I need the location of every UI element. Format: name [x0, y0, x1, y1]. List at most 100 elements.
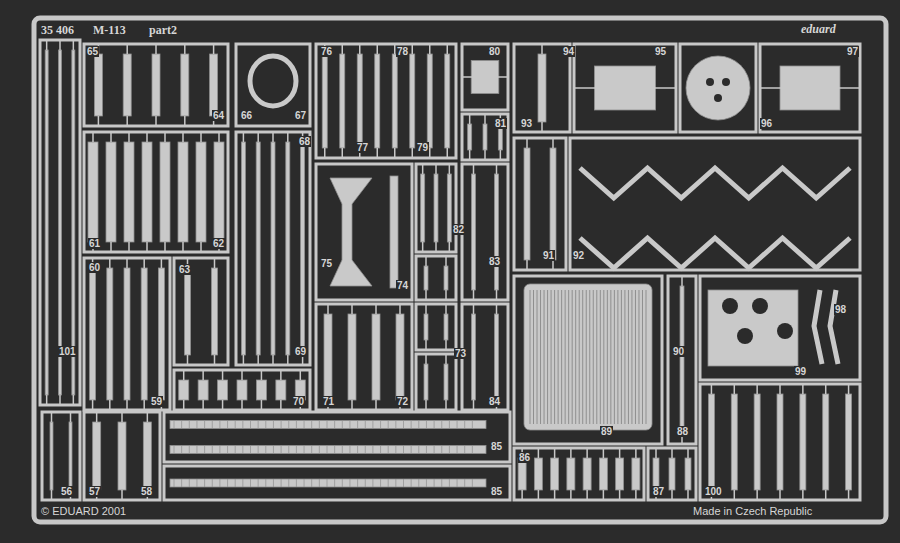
sprue-frame [42, 412, 80, 500]
attachment-tab [143, 400, 145, 410]
fret-compartment [462, 304, 508, 410]
attachment-tab [202, 370, 204, 380]
strip-tooth [342, 479, 343, 487]
grille-slot [558, 290, 559, 424]
sprue-frame [700, 276, 860, 380]
part-number: 101 [58, 346, 77, 357]
strip-tooth [250, 479, 251, 487]
strip-tooth [296, 479, 297, 487]
attachment-tab [538, 448, 540, 458]
fret-compartment [84, 258, 170, 410]
attachment-tab [155, 44, 157, 54]
strip-tooth [441, 479, 442, 487]
etched-strip [447, 174, 451, 242]
etched-strip [237, 380, 247, 400]
strip-tooth [434, 421, 435, 429]
attachment-tab [779, 384, 781, 394]
gauge-hole [737, 328, 753, 344]
fret-compartment [164, 412, 510, 462]
grille-slot [646, 290, 647, 424]
etched-strip [301, 142, 305, 355]
sprue-frame [462, 44, 508, 110]
grille-slot [579, 290, 580, 424]
etched-strip [218, 380, 228, 400]
fret-compartment [668, 276, 696, 444]
part-number: 98 [834, 304, 847, 315]
etched-strip [340, 54, 345, 148]
strip-tooth [189, 421, 190, 429]
attachment-tab [109, 258, 111, 268]
part-number: 62 [212, 238, 225, 249]
strip-tooth [357, 446, 358, 454]
sprue-frame [462, 304, 508, 410]
attachment-tab [734, 384, 736, 394]
strip-tooth [311, 479, 312, 487]
strip-tooth [250, 421, 251, 429]
part-number: 84 [488, 396, 501, 407]
etched-strip [472, 174, 476, 290]
etched-strip [118, 422, 126, 490]
attachment-tab [526, 260, 528, 270]
attachment-tab [351, 304, 353, 314]
strip-tooth [380, 446, 381, 454]
etched-strip [427, 54, 432, 148]
strip-tooth [434, 479, 435, 487]
etched-strip [241, 142, 245, 355]
strip-tooth [242, 446, 243, 454]
attachment-tab [848, 384, 850, 394]
sprue-frame [84, 412, 160, 500]
attachment-tab [200, 132, 202, 142]
etched-strip [214, 142, 224, 242]
etched-strip [170, 479, 486, 487]
sprue-frame [416, 354, 456, 410]
strip-tooth [365, 421, 366, 429]
attachment-tab [184, 116, 186, 126]
strip-tooth [212, 421, 213, 429]
strip-tooth [242, 479, 243, 487]
attachment-tab [164, 242, 166, 252]
etched-strip [348, 314, 356, 400]
part-number: 71 [322, 396, 335, 407]
attachment-tab [351, 400, 353, 410]
strip-tooth [273, 421, 274, 429]
part-number: 61 [88, 238, 101, 249]
attachment-tab [541, 122, 543, 132]
attachment-tab [161, 258, 163, 268]
sprue-frame [570, 138, 860, 270]
attachment-tab [469, 114, 471, 124]
strip-tooth [235, 479, 236, 487]
part-number: 86 [518, 452, 531, 463]
attachment-tab [586, 448, 588, 458]
strip-tooth [357, 421, 358, 429]
etched-strip [185, 268, 191, 355]
strip-tooth [196, 479, 197, 487]
attachment-tab [445, 400, 447, 410]
strip-tooth [418, 446, 419, 454]
strip-tooth [281, 446, 282, 454]
strip-tooth [349, 479, 350, 487]
round-plate [686, 56, 750, 120]
grille-slot [544, 290, 545, 424]
attachment-tab [756, 490, 758, 500]
grille-slot [621, 290, 622, 424]
strip-tooth [265, 479, 266, 487]
plate-hole [714, 94, 722, 102]
attachment-tab [445, 304, 447, 314]
attachment-tab [213, 44, 215, 54]
sprue-frame [174, 258, 228, 365]
attachment-tab [342, 44, 344, 54]
fret-compartment [462, 44, 508, 110]
gauge-hole [752, 298, 768, 314]
etched-strip [107, 268, 113, 400]
etched-strip [551, 458, 559, 490]
i-beam-part [330, 178, 372, 286]
attachment-tab [183, 370, 185, 380]
fret-compartment [84, 132, 228, 252]
strip-tooth [219, 479, 220, 487]
fret-compartment [416, 256, 456, 300]
strip-tooth [334, 479, 335, 487]
fret-parts [40, 40, 860, 500]
attachment-tab [287, 355, 289, 365]
attachment-tab [218, 132, 220, 142]
part-number: 76 [320, 46, 333, 57]
